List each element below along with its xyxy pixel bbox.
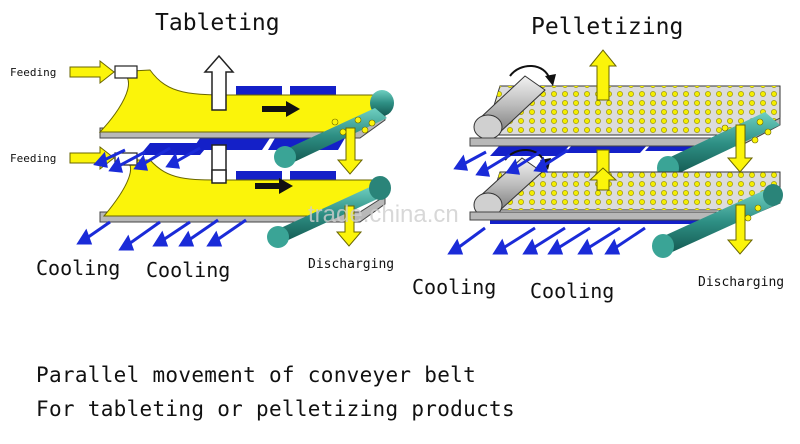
- falling-product: [721, 118, 772, 222]
- cooling-plate: [236, 86, 282, 95]
- cooling-plate: [290, 171, 336, 180]
- discharging-label: Discharging: [698, 275, 784, 290]
- direction-arrow: [255, 178, 293, 194]
- feeding-label-top: Feeding: [10, 66, 56, 79]
- pelletizing-arrow: [588, 167, 618, 191]
- discharging-arrow: [726, 124, 754, 173]
- feeding-label-bottom: Feeding: [10, 152, 56, 165]
- tableting-arrow: [211, 169, 227, 184]
- feeder-nozzle: [114, 152, 138, 166]
- cooling-arrows-left: [76, 146, 247, 251]
- direction-arrow: [262, 101, 300, 117]
- feeding-arrow: [69, 59, 115, 85]
- roller: [652, 184, 783, 258]
- pelletizing-label: Pelletizing: [531, 14, 683, 40]
- pelletizing-arrow: [588, 49, 618, 101]
- rotation-arrow: [509, 65, 551, 81]
- falling-product: [331, 116, 376, 136]
- discharging-arrow: [726, 204, 754, 255]
- cooling-label: Cooling: [530, 279, 614, 303]
- tableting-section: [69, 54, 394, 251]
- pellet-bed-upper: [485, 86, 780, 135]
- watermark: trade.china.cn: [308, 201, 459, 228]
- feeder-nozzle: [114, 65, 138, 79]
- roller: [267, 176, 391, 248]
- rotation-arrow: [545, 74, 556, 86]
- tableting-label: Tableting: [155, 10, 280, 36]
- pelletizer-drum: [473, 75, 546, 140]
- cooling-plate: [192, 138, 270, 150]
- cooling-plate: [290, 86, 336, 95]
- cooling-plate: [236, 171, 282, 180]
- discharging-arrow: [336, 127, 364, 175]
- pelletizing-section: [447, 49, 783, 258]
- discharging-arrow: [335, 205, 363, 247]
- cooling-arrows-right: [447, 148, 646, 255]
- pelletizer-drum: [473, 157, 543, 218]
- caption-line-1: Parallel movement of conveyer belt: [36, 363, 477, 387]
- caption-line-2: For tableting or pelletizing products: [36, 397, 515, 421]
- discharging-label: Discharging: [308, 257, 394, 272]
- conveyor-diagram: trade.china.cn Tableting Pelletizing Fee…: [10, 10, 784, 303]
- cooling-label: Cooling: [36, 256, 120, 280]
- product-sheet-upper: [98, 69, 386, 133]
- cooling-label: Cooling: [146, 258, 230, 282]
- tableting-arrow: [203, 54, 235, 111]
- pellet-bed-lower: [488, 172, 780, 210]
- cooling-label: Cooling: [412, 275, 496, 299]
